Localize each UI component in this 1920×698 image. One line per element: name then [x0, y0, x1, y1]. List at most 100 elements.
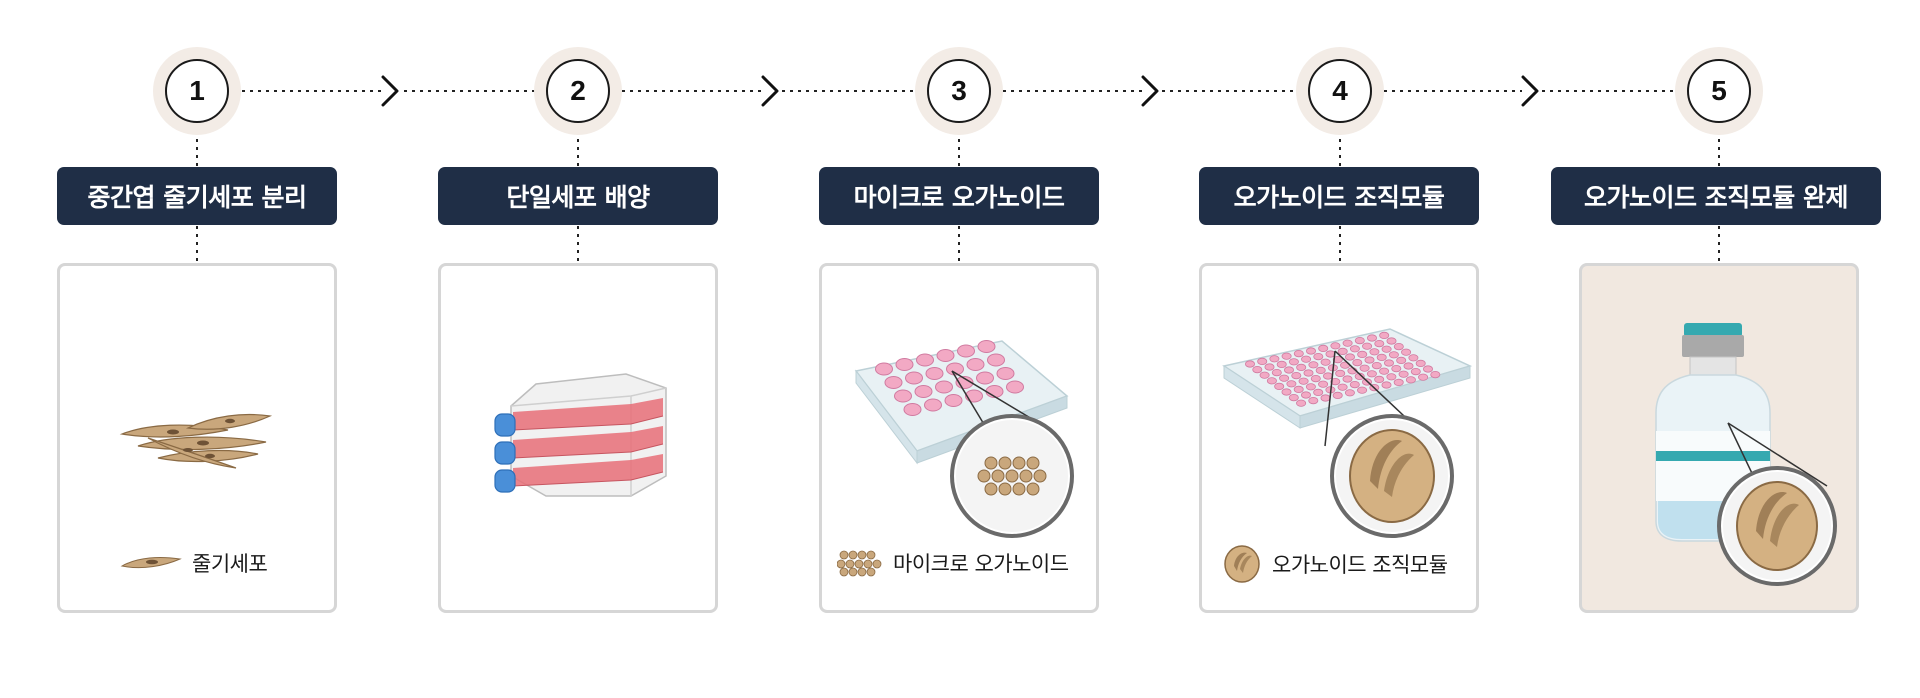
organoid-module-icon	[1224, 545, 1260, 583]
step-number-5: 5	[1687, 59, 1751, 123]
plate-well	[1403, 362, 1414, 370]
plate-well	[1269, 355, 1280, 363]
plate-well	[935, 380, 953, 394]
plate-well	[1296, 399, 1307, 407]
organoid-module-icon	[1736, 481, 1818, 571]
plate-well	[1359, 364, 1370, 372]
step-number-3: 3	[927, 59, 991, 123]
plate-well	[1337, 347, 1348, 355]
plate-well	[1320, 358, 1331, 366]
plate-well	[1296, 363, 1307, 372]
plate-well	[1288, 358, 1299, 366]
micro-organoid-dot	[998, 456, 1012, 470]
plate-well	[1313, 388, 1324, 397]
plate-well	[1281, 388, 1292, 396]
plate-well	[1383, 359, 1394, 367]
step-card-4: 오가노이드 조직모듈	[1199, 263, 1479, 613]
plate-well	[1279, 374, 1290, 382]
plate-well	[1332, 391, 1343, 400]
plate-well	[916, 353, 934, 367]
chevron-right-icon	[1521, 75, 1539, 107]
step-number-badge-4: 4	[1296, 47, 1384, 135]
plate-well	[1305, 383, 1316, 391]
micro-organoid-dot	[1012, 456, 1026, 470]
well-plate-96-with-magnifier-icon	[1222, 328, 1473, 538]
plate-well	[1393, 342, 1404, 351]
plate-well	[1259, 371, 1270, 379]
plate-well	[1330, 377, 1341, 386]
legend-label: 오가노이드 조직모듈	[1272, 553, 1448, 577]
plate-well	[1291, 371, 1302, 380]
step-number-badge-3: 3	[915, 47, 1003, 135]
chevron-right-icon	[761, 75, 779, 107]
micro-organoid-icon	[837, 550, 882, 577]
plate-well	[1342, 375, 1353, 383]
micro-organoid-dot	[1026, 482, 1040, 496]
well-plate-24-with-magnifier-icon	[854, 340, 1074, 538]
step-number-badge-1: 1	[153, 47, 241, 135]
plate-well	[1257, 357, 1268, 366]
chevron-right-icon	[381, 75, 399, 107]
plate-well	[1288, 394, 1299, 402]
plate-well	[1349, 345, 1360, 353]
plate-well	[987, 353, 1005, 367]
plate-well	[1286, 380, 1297, 388]
plate-well	[905, 371, 923, 385]
micro-organoid-dot	[991, 469, 1005, 483]
legend-micro-organoid: 마이크로 오가노이드	[837, 548, 1069, 578]
plate-well	[1252, 365, 1263, 374]
plate-well	[875, 362, 893, 376]
plate-well	[1323, 372, 1334, 380]
plate-well	[1349, 380, 1360, 389]
plate-well	[1345, 353, 1356, 361]
plate-well	[1266, 377, 1277, 385]
step-number-1: 1	[165, 59, 229, 123]
micro-organoid-dot	[984, 482, 998, 496]
step-number-badge-5: 5	[1675, 47, 1763, 135]
step-title-1: 중간엽 줄기세포 분리	[57, 167, 337, 225]
step-card-3: 마이크로 오가노이드	[819, 263, 1099, 613]
plate-well	[976, 371, 994, 385]
plate-well	[1357, 386, 1368, 394]
plate-well	[1364, 356, 1375, 364]
plate-well	[1391, 364, 1402, 373]
plate-well	[1354, 336, 1365, 345]
plate-well	[957, 344, 975, 358]
plate-well	[1415, 359, 1426, 368]
plate-well	[1374, 339, 1385, 348]
plate-well	[1410, 367, 1421, 376]
micro-organoid-dot	[984, 456, 998, 470]
plate-well	[944, 394, 963, 407]
micro-organoid-dot	[1005, 469, 1019, 483]
plate-well	[1374, 375, 1385, 384]
step-title-5: 오가노이드 조직모듈 완제	[1551, 167, 1881, 225]
micro-organoid-dot	[998, 482, 1012, 496]
plate-well	[1371, 361, 1382, 370]
plate-well	[1281, 352, 1292, 360]
plate-well	[1396, 356, 1407, 365]
plate-well	[1320, 394, 1331, 402]
step-title-4: 오가노이드 조직모듈	[1199, 167, 1479, 225]
plate-well	[1308, 397, 1319, 405]
micro-organoid-dot	[1026, 456, 1040, 470]
cell-culture-flask-stack-icon	[494, 373, 667, 497]
legend-label: 마이크로 오가노이드	[893, 552, 1069, 576]
plate-well	[1376, 353, 1387, 362]
plate-well	[1357, 350, 1368, 359]
step-card-1: 줄기세포	[57, 263, 337, 613]
plate-well	[1335, 369, 1346, 378]
plate-well	[1298, 377, 1309, 385]
step-number-2: 2	[546, 59, 610, 123]
plate-well	[925, 367, 944, 380]
plate-well	[1318, 344, 1329, 352]
plate-well	[924, 398, 942, 412]
step-card-2	[438, 263, 718, 613]
plate-well	[895, 358, 914, 371]
plate-well	[1313, 352, 1324, 361]
plate-well	[1386, 337, 1397, 345]
plate-well	[1381, 381, 1392, 389]
micro-organoid-dot	[1012, 482, 1026, 496]
plate-well	[966, 358, 985, 371]
